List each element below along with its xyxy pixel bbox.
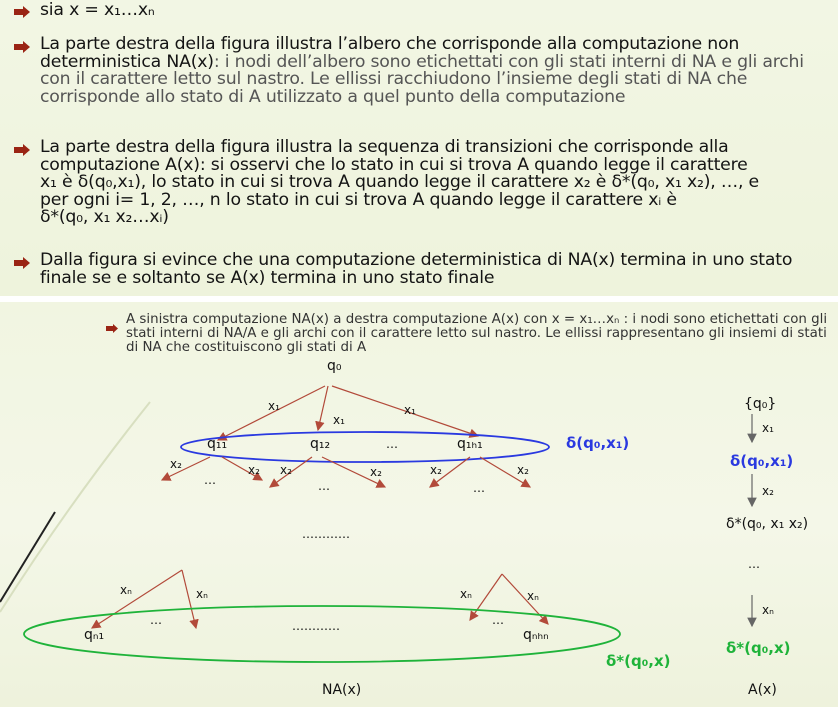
bullet-text-2: La parte destra della figura illustra l’…: [40, 34, 832, 107]
edge-level2: [221, 456, 264, 481]
edge-leveln: [501, 573, 549, 625]
delta-q0-x1-ellipse: [180, 431, 550, 463]
bullet-text-2-rest: : i nodi dell’albero sono etichettati co…: [40, 51, 804, 107]
node-qnhn: qₙₕₙ: [523, 627, 549, 643]
leveln-long-dots: …………: [292, 619, 340, 633]
leveln-dots: …: [492, 613, 504, 627]
node-q1h1: q₁ₕ₁: [457, 436, 483, 452]
edge-level2: [269, 456, 313, 488]
diagram-caption: A sinistra computazione NA(x) a destra c…: [126, 312, 828, 355]
edge-label-xn: xₙ: [527, 589, 539, 603]
bottom-slide-panel: [0, 302, 838, 707]
level2-dots: …: [318, 479, 330, 493]
bullet-arrow-icon: [14, 144, 30, 156]
delta-star-label: δ*(q₀,x): [606, 652, 671, 670]
edge-label-x1: x₁: [268, 399, 280, 413]
computation-tree-diagram: q₀ x₁ x₁ x₁ q₁₁ q₁₂ … q₁ₕ₁ δ(q₀,x₁) x₂ x…: [0, 358, 808, 698]
edge-leveln: [90, 569, 183, 629]
level2-dots: …: [473, 481, 485, 495]
bullet-text-4: Dalla figura si evince che una computazi…: [40, 250, 793, 288]
decorative-curve: [0, 401, 151, 613]
right-final-state: δ*(q₀,x): [726, 639, 791, 657]
right-edge-label-x1: x₁: [762, 421, 774, 435]
right-mid-state: δ*(q₀, x₁ x₂): [726, 516, 808, 532]
edge-leveln: [181, 569, 199, 630]
edge-label-x1: x₁: [404, 403, 416, 417]
edge-q0-q1h1: [331, 385, 480, 438]
leveln-dots: …: [150, 613, 162, 627]
edge-q0-q11: [216, 385, 326, 441]
delta-q0-x1-label: δ(q₀,x₁): [566, 434, 629, 452]
bullet-arrow-icon: [14, 6, 30, 18]
a-label: A(x): [748, 682, 777, 698]
edge-label-xn: xₙ: [120, 583, 132, 597]
bullet-text-3: La parte destra della figura illustra la…: [40, 137, 832, 227]
bullet-arrow-icon: [14, 257, 30, 269]
bullet-3-line-3: x₁ è δ(q₀,x₁), lo stato in cui si trova …: [40, 172, 759, 192]
edge-label-x2: x₂: [170, 457, 182, 471]
node-qn1: qₙ₁: [84, 627, 104, 643]
edge-leveln: [469, 573, 503, 621]
edge-level2: [160, 456, 211, 481]
top-slide-panel: [0, 0, 838, 296]
right-start-state: {q₀}: [744, 396, 776, 412]
bullet-3-line-5: δ*(q₀, x₁ x₂…xᵢ): [40, 207, 169, 227]
edge-label-x2: x₂: [517, 463, 529, 477]
edge-label-x2: x₂: [370, 465, 382, 479]
root-node-q0: q₀: [327, 358, 342, 374]
decorative-line: [0, 511, 56, 603]
right-dots: …: [748, 557, 760, 571]
edge-level2: [429, 456, 471, 488]
node-q11: q₁₁: [207, 436, 227, 452]
bullet-text-1: sia x = x₁…xₙ: [40, 0, 155, 20]
right-edge-label-x2: x₂: [762, 484, 774, 498]
right-delta1-label: δ(q₀,x₁): [730, 452, 793, 470]
delta-star-ellipse: [23, 605, 621, 663]
caption-bullet-icon: [106, 318, 118, 337]
edge-label-x2: x₂: [430, 463, 442, 477]
na-label: NA(x): [322, 682, 361, 698]
edge-label-xn: xₙ: [460, 587, 472, 601]
edge-label-x2: x₂: [280, 463, 292, 477]
bullet-3-line-2: computazione A(x): si osservi che lo sta…: [40, 154, 748, 175]
edge-level2: [321, 456, 387, 488]
bullet-3-line-4: per ogni i= 1, 2, …, n lo stato in cui s…: [40, 189, 677, 210]
edge-level2: [479, 456, 532, 488]
bullet-text-2-main: La parte destra della figura illustra l’…: [40, 34, 740, 72]
bullet-arrow-icon: [14, 41, 30, 53]
edge-label-x2: x₂: [248, 463, 260, 477]
bullet-3-line-1: La parte destra della figura illustra la…: [40, 137, 729, 157]
level2-dots: …: [204, 473, 216, 487]
edge-label-xn: xₙ: [196, 587, 208, 601]
edge-label-x1: x₁: [333, 413, 345, 427]
edge-q0-q12: [315, 385, 329, 432]
middle-long-dots: …………: [302, 527, 350, 541]
level1-dots: …: [386, 437, 398, 451]
right-edge-label-xn: xₙ: [762, 603, 774, 617]
node-q12: q₁₂: [310, 436, 330, 452]
